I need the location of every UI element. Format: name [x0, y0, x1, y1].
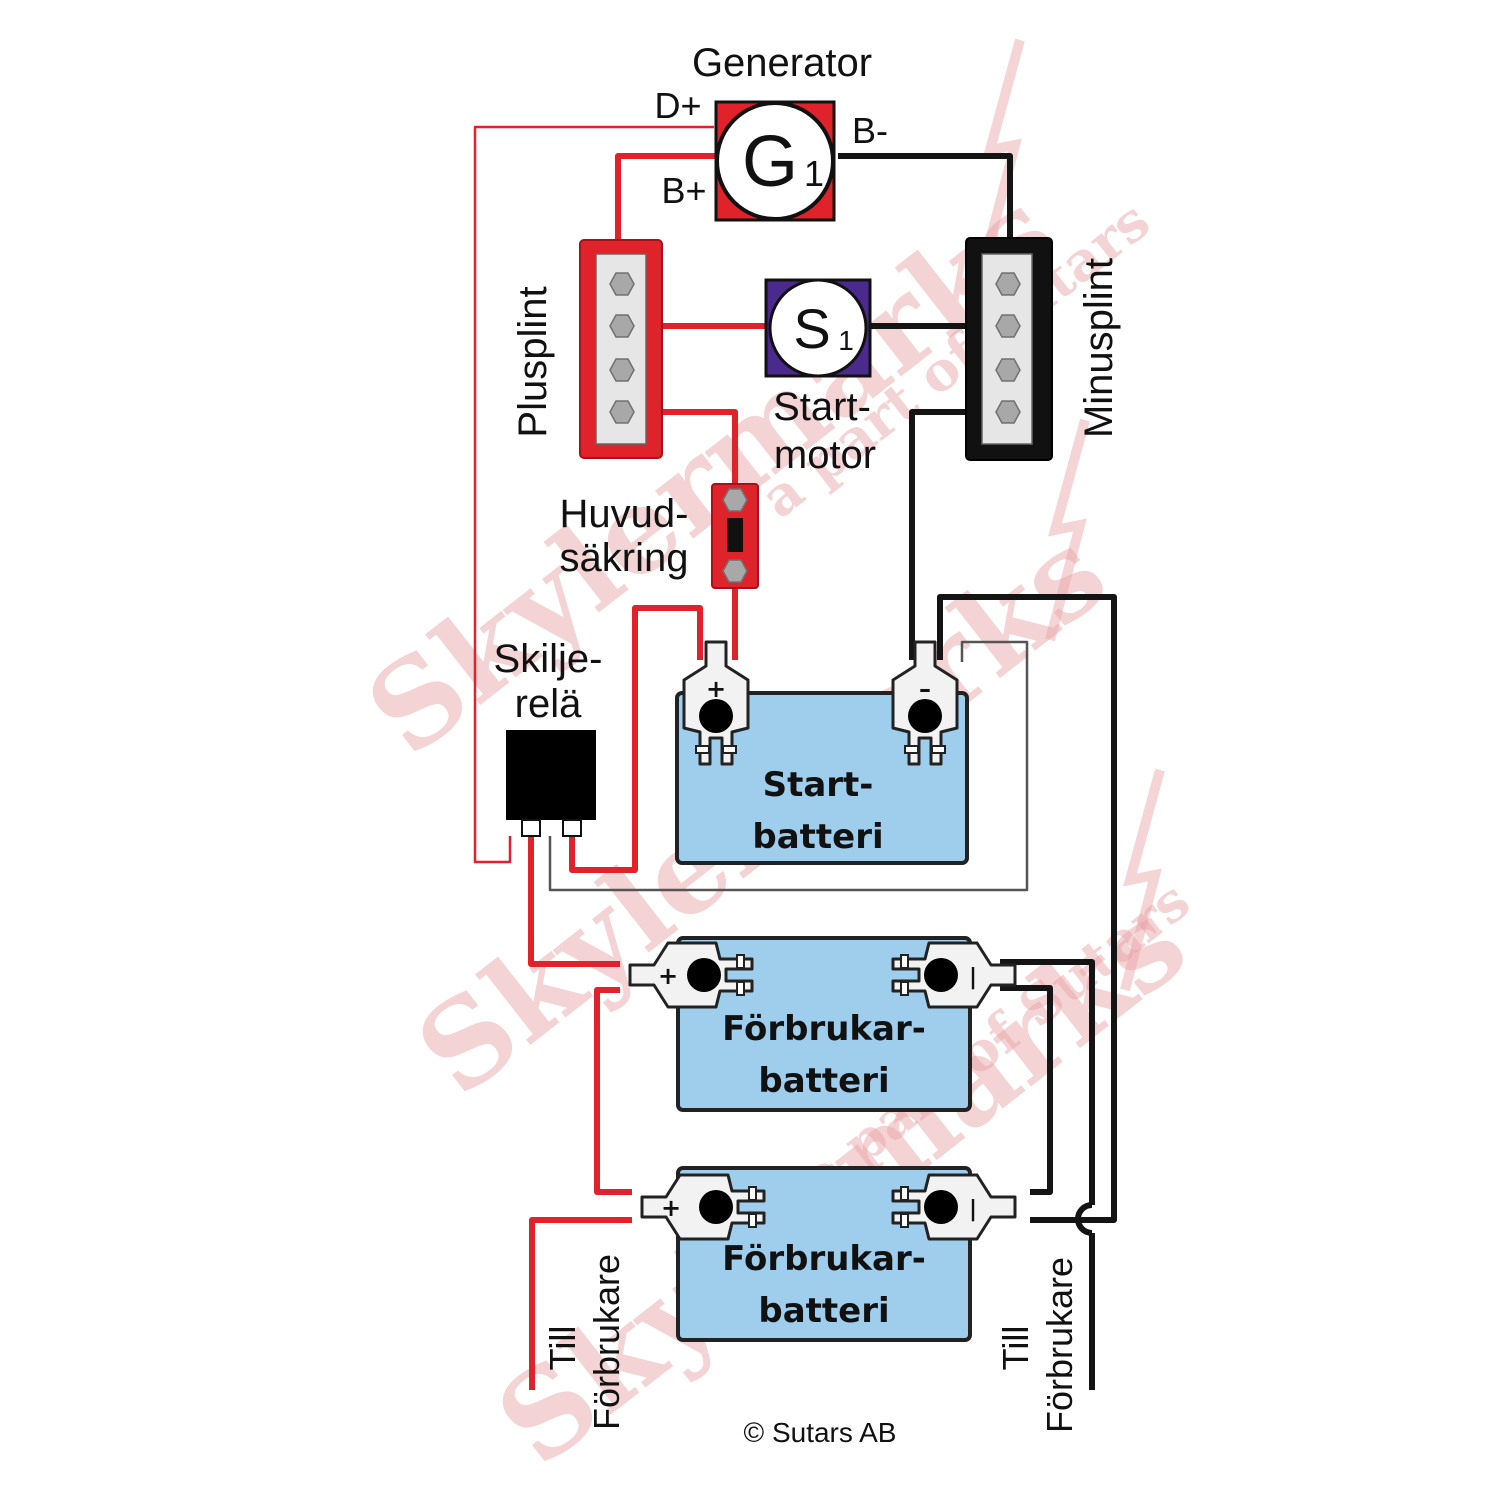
to-consumer-right-line2: Förbrukare [1039, 1257, 1080, 1433]
consumer-battery-1: + | Förbrukar- batteri [628, 936, 1017, 1112]
start-battery-minus-sign: – [919, 675, 931, 703]
start-battery: + – Start- batteri [675, 640, 969, 865]
starter-symbol: S [793, 297, 830, 360]
b-minus-label: B- [852, 110, 888, 151]
watermark-bolt-2 [1045, 418, 1090, 642]
relay-start-wire [569, 605, 703, 873]
plus-block-label: Plusplint [511, 286, 555, 437]
generator-symbol: G [742, 122, 798, 202]
generator: G 1 Generator D+ B+ B- [654, 41, 888, 222]
plus-terminal-block: Plusplint [511, 239, 663, 459]
d-plus-label: D+ [654, 85, 701, 126]
consumer-minus-wire-crossover [1075, 1202, 1093, 1236]
to-consumer-left: Till Förbrukare [542, 1254, 627, 1430]
consumer-battery-2-minus-sign: | [969, 1197, 977, 1222]
relay-label-line1: Skilje- [494, 637, 603, 681]
b-plus-label: B+ [661, 170, 706, 211]
to-consumer-right: Till Förbrukare [995, 1257, 1080, 1433]
to-consumer-right-line1: Till [995, 1326, 1036, 1371]
minus-block-label: Minusplint [1077, 258, 1121, 438]
consumer-parallel-plus-wire [594, 987, 632, 1195]
to-consumer-left-line1: Till [542, 1326, 583, 1371]
copyright-text: © Sutars AB [744, 1417, 897, 1448]
consumer-battery-2-label-line2: batteri [758, 1291, 889, 1331]
generator-title: Generator [692, 41, 872, 85]
to-consumer-left-line2: Förbrukare [586, 1254, 627, 1430]
start-minus-to-consumer-wire [937, 594, 1117, 1223]
watermark-bolt-3 [1120, 768, 1165, 992]
minus-terminal-block: Minusplint [965, 237, 1121, 461]
main-fuse: Huvud- säkring [560, 483, 759, 589]
d-plus-wire [473, 125, 714, 864]
consumer-minus-out-wire-top [1000, 959, 1095, 1205]
start-battery-label-line1: Start- [763, 765, 874, 805]
consumer-battery-1-minus-sign: | [969, 965, 977, 990]
consumer-battery-2-plus-sign: + [661, 1194, 681, 1222]
watermark-bolt-1 [980, 38, 1025, 262]
relay-sense-wire [548, 640, 1029, 892]
fuse-label-line2: säkring [560, 536, 689, 580]
consumer-battery-2: + | Förbrukar- batteri [640, 1166, 1017, 1342]
starter-label-line2: motor [774, 433, 876, 477]
positive-wiring [473, 125, 768, 1390]
consumer-plus-out-wire [529, 1217, 632, 1390]
starter-label-line1: Start- [773, 385, 871, 429]
consumer-battery-1-label-line2: batteri [758, 1061, 889, 1101]
starter-motor: S 1 Start- motor [764, 278, 876, 477]
starter-subscript: 1 [838, 325, 854, 356]
consumer-parallel-minus-wire [1000, 985, 1053, 1195]
start-battery-plus-sign: + [706, 675, 726, 703]
fuse-label-line1: Huvud- [560, 492, 689, 536]
consumer-battery-1-label-line1: Förbrukar- [722, 1009, 926, 1049]
start-battery-label-line2: batteri [752, 817, 883, 857]
generator-subscript: 1 [804, 153, 824, 194]
consumer-battery-2-label-line1: Förbrukar- [722, 1239, 926, 1279]
relay-label-line2: relä [515, 682, 582, 726]
isolation-relay: Skilje- relä [494, 637, 603, 837]
consumer-battery-1-plus-sign: + [658, 962, 678, 990]
relay-consumer-wire [528, 836, 620, 967]
